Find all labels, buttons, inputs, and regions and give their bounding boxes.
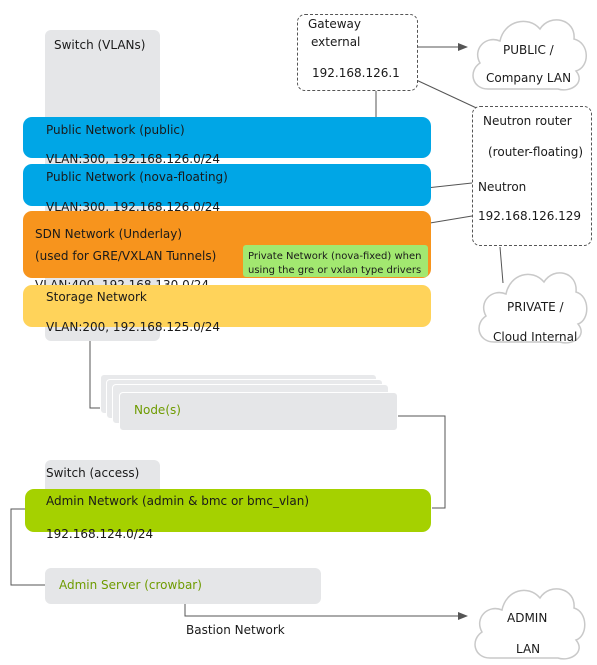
sdn-network-detail: (used for GRE/VXLAN Tunnels) [35, 249, 217, 263]
private-cloud-label-2: Cloud Internal [493, 330, 578, 344]
private-fixed-line-1: Private Network (nova-fixed) when [248, 251, 422, 262]
admin-cloud-label-1: ADMIN [507, 611, 548, 625]
storage-network-band [23, 285, 431, 327]
nodes-to-admin-line [396, 415, 446, 509]
public-network-vlan: VLAN:300, 192.168.126.0/24 [46, 152, 221, 166]
admin-network-name: Admin Network (admin & bmc or bmc_vlan) [46, 494, 310, 508]
nova-floating-network-vlan: VLAN:300, 192.168.126.0/24 [46, 200, 221, 214]
switch-vlans-label: Switch (VLANs) [54, 38, 146, 52]
private-cloud-label-1: PRIVATE / [507, 300, 564, 314]
node-card [119, 392, 398, 431]
nodes-label: Node(s) [134, 403, 181, 417]
storage-network-vlan: VLAN:200, 192.168.125.0/24 [46, 320, 221, 334]
gateway-ip: 192.168.126.1 [312, 66, 400, 80]
private-fixed-network-box [243, 245, 428, 277]
neutron-label: Neutron [478, 180, 527, 194]
public-network-name: Public Network (public) [46, 123, 185, 137]
nova-floating-network-band [23, 164, 431, 206]
neutron-router-box [472, 106, 592, 246]
bastion-network-label: Bastion Network [186, 623, 285, 637]
admin-cloud-icon [474, 588, 586, 660]
public-cloud-label-1: PUBLIC / [503, 43, 554, 57]
public-network-band [23, 117, 431, 158]
admin-server-box [45, 568, 321, 604]
sdn-network-name: SDN Network (Underlay) [35, 227, 183, 241]
switch-access-label: Switch (access) [46, 466, 140, 480]
nova-floating-network-name: Public Network (nova-floating) [46, 170, 228, 184]
admin-cloud-label-2: LAN [516, 642, 541, 656]
admin-network-band [25, 489, 431, 532]
gateway-subtitle: external [311, 35, 361, 49]
neutron-ip: 192.168.126.129 [478, 209, 582, 223]
public-cloud-icon [472, 19, 587, 91]
admin-to-server-line [10, 508, 45, 586]
neutron-router-subtitle: (router-floating) [488, 145, 584, 159]
admin-server-label: Admin Server (crowbar) [59, 578, 202, 592]
private-fixed-line-2: using the gre or vxlan type drivers [248, 265, 422, 276]
server-to-bastion-arrow [184, 604, 468, 620]
router-to-private-line [499, 246, 504, 284]
neutron-router-title: Neutron router [483, 114, 572, 128]
private-cloud-icon [478, 272, 588, 344]
public-cloud-label-2: Company LAN [486, 71, 572, 85]
admin-network-subnet: 192.168.124.0/24 [46, 527, 154, 541]
gateway-title: Gateway [308, 17, 362, 31]
storage-network-name: Storage Network [46, 290, 147, 304]
gateway-box [297, 14, 418, 91]
